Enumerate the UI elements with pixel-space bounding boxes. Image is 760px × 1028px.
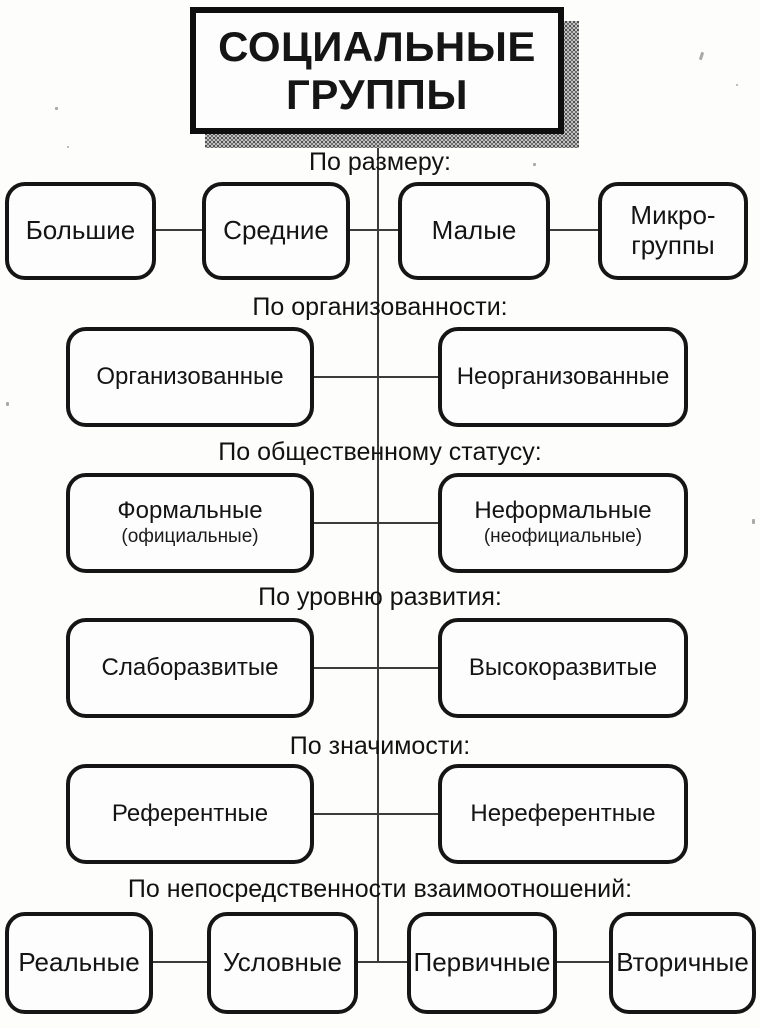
node-organized: Организованные [66,327,314,427]
node-unorganized: Неорганизованные [438,327,688,427]
connector-large-medium [156,229,202,231]
node-medium: Средние [202,182,350,280]
node-real: Реальные [5,912,153,1014]
connector-referent-nonreferent [314,813,438,815]
scan-speck [67,146,69,148]
node-label: Неформальные [474,496,652,524]
connector-conditional-primary [358,961,407,963]
scan-speck [55,107,58,110]
node-label: Малые [431,215,517,246]
node-label: Реальные [18,947,140,978]
section-label-immediacy: По непосредственности взаимоотношений: [127,875,633,903]
node-label: Первичные [413,947,551,978]
scan-speck [533,163,536,166]
node-label: Вторичные [616,947,749,978]
section-label-significance: По значимости: [289,732,471,760]
node-underdeveloped: Слаборазвитые [66,618,314,718]
node-label: Микро-группы [630,200,716,260]
node-small: Малые [398,182,550,280]
node-highly-developed: Высокоразвитые [438,618,688,718]
section-label-development: По уровню развития: [258,583,502,611]
scan-speck [752,519,755,524]
connector-formal-informal [314,522,438,524]
node-informal: Неформальные (неофициальные) [438,473,688,573]
node-formal: Формальные (официальные) [66,473,314,573]
node-large: Большие [5,182,156,280]
connector-underdeveloped-developed [314,667,438,669]
section-label-organization: По организованности: [252,293,508,321]
node-secondary: Вторичные [609,912,756,1014]
node-label: Формальные [117,496,263,524]
node-non-referent: Нереферентные [438,764,688,864]
node-primary: Первичные [407,912,557,1014]
node-label: Неорганизованные [456,363,670,391]
node-label: Условные [222,947,343,978]
connector-primary-secondary [557,961,609,963]
scan-speck [6,402,9,406]
connector-organized-unorganized [314,376,438,378]
diagram-title-box: СОЦИАЛЬНЫЕ ГРУППЫ [190,7,564,134]
node-label: Средние [223,215,329,246]
section-label-status: По общественному статусу: [218,438,542,466]
main-vertical-connector [377,147,379,963]
section-label-size: По размеру: [309,148,451,176]
scan-speck [698,51,705,61]
node-sublabel: (неофициальные) [483,526,643,548]
node-label: Организованные [96,363,284,391]
node-referent: Референтные [66,764,314,864]
node-label: Большие [25,215,136,246]
connector-medium-small [350,229,398,231]
node-label: Референтные [111,800,269,828]
scan-speck [736,84,738,86]
diagram-title: СОЦИАЛЬНЫЕ ГРУППЫ [218,23,536,118]
node-micro: Микро-группы [598,182,748,280]
node-sublabel: (официальные) [121,526,259,548]
node-label: Высокоразвитые [468,654,658,682]
node-label: Нереферентные [470,800,656,828]
connector-real-conditional [153,961,207,963]
node-conditional: Условные [207,912,358,1014]
connector-small-micro [550,229,598,231]
node-label: Слаборазвитые [101,654,279,682]
